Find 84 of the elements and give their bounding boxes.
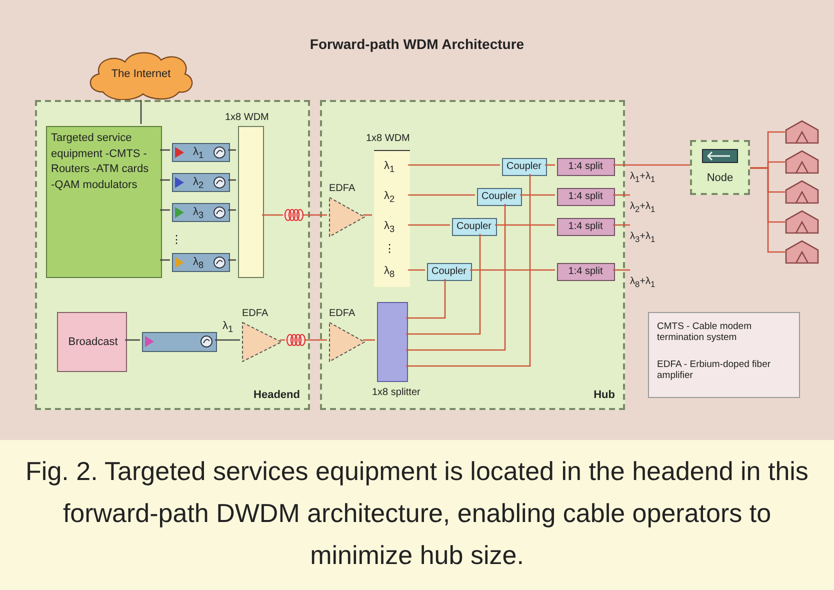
connector-line xyxy=(408,224,450,226)
box-label: Coupler xyxy=(430,266,468,278)
connector-line xyxy=(495,224,555,226)
connector-line xyxy=(160,179,170,181)
area-label: Hub xyxy=(594,388,615,402)
connector-line xyxy=(228,179,236,181)
box-label: Coupler xyxy=(455,221,493,233)
transmitter-box xyxy=(172,253,230,272)
component-label: 1x8 splitter xyxy=(372,387,420,399)
wavelength-label: λ$_{1}$ xyxy=(384,160,395,176)
house-icon xyxy=(785,120,819,144)
component-label: 1x8 WDM xyxy=(225,112,269,124)
output-wavelength-label: λ$_{8}$+λ$_{1}$ xyxy=(630,276,656,289)
connector-line xyxy=(160,259,170,261)
wavelength-label: λ$_{3}$ xyxy=(384,220,395,236)
connector-line xyxy=(408,164,500,166)
transmitter-box xyxy=(142,332,217,352)
output-wavelength-label: λ$_{1}$+λ$_{1}$ xyxy=(630,171,656,184)
connector-line xyxy=(228,209,236,211)
wavelength-label: λ$_{8}$ xyxy=(193,256,204,272)
house-icon xyxy=(785,150,819,174)
box-label: 1:4 split xyxy=(567,191,604,203)
connector-line xyxy=(228,149,236,151)
connector-line xyxy=(363,339,375,341)
connector-line xyxy=(215,339,240,341)
caption: Fig. 2. Targeted services equipment is located in the headend in this forward-path DWDM architecture, enabling cable operators to minimize hub size. xyxy=(24,455,810,572)
box-label: Broadcast xyxy=(67,336,119,350)
component-label: 1x8 WDM xyxy=(366,133,410,145)
component-label: EDFA xyxy=(329,183,356,195)
connector-line xyxy=(140,100,142,124)
output-wavelength-label: λ$_{2}$+λ$_{1}$ xyxy=(630,201,656,214)
box-label: Coupler xyxy=(505,161,543,173)
site-area xyxy=(35,100,310,410)
abbreviation-note: EDFA - Erbium-doped fiber amplifier xyxy=(657,359,772,382)
transmitter-box xyxy=(172,203,230,222)
wavelength-label: λ$_{3}$ xyxy=(193,206,204,222)
connector-line xyxy=(408,269,425,271)
connector-line xyxy=(545,164,555,166)
connector-line xyxy=(406,204,506,351)
connector-line xyxy=(750,167,785,253)
transmitter-box xyxy=(172,143,230,162)
transmitter-box xyxy=(172,173,230,192)
component-label: EDFA xyxy=(242,308,268,320)
house-icon xyxy=(785,240,819,264)
component-label: EDFA xyxy=(329,308,356,320)
wavelength-label: λ$_{1}$ xyxy=(193,146,204,162)
coupler-box xyxy=(477,188,522,206)
abbreviation-note: CMTS - Cable modem termination system xyxy=(657,321,752,344)
coupler-box xyxy=(502,158,547,176)
output-wavelength-label: λ$_{3}$+λ$_{1}$ xyxy=(630,231,656,244)
connector-line xyxy=(470,269,555,271)
wavelength-label: λ$_{2}$ xyxy=(384,190,395,206)
connector-line xyxy=(613,164,690,166)
coupler-box xyxy=(427,263,472,281)
wavelength-label: λ$_{8}$ xyxy=(384,265,395,280)
connector-line xyxy=(160,209,170,211)
coupler-box xyxy=(452,218,497,236)
abbreviation-box xyxy=(648,312,800,398)
box-label: 1:4 split xyxy=(567,161,604,173)
optical-node-box xyxy=(690,140,750,195)
box-label: Coupler xyxy=(480,191,518,203)
connector-line xyxy=(408,194,475,196)
equipment-box xyxy=(46,126,162,278)
box-label: 1:4 split xyxy=(567,221,604,233)
house-icon xyxy=(785,180,819,204)
box-label: 1:4 split xyxy=(567,266,604,278)
wavelength-label: λ$_{2}$ xyxy=(193,176,204,192)
house-icon xyxy=(785,210,819,234)
area-label: Headend xyxy=(254,388,300,402)
connector-line xyxy=(125,339,140,341)
connector-line xyxy=(160,149,170,151)
wavelength-label: ⋮ xyxy=(384,243,395,256)
equipment-list: Targeted service equipment -CMTS -Routers -ATM cards -QAM modulators xyxy=(51,131,155,193)
continuation-dots: ⋮ xyxy=(171,234,182,248)
box-label: Node xyxy=(706,172,734,186)
title: Forward-path WDM Architecture xyxy=(308,36,526,53)
broadcast-box xyxy=(57,312,127,372)
connector-line xyxy=(406,174,531,367)
connector-line xyxy=(406,234,481,335)
connector-line xyxy=(363,214,372,216)
cloud-label: The Internet xyxy=(110,68,172,82)
connector-line xyxy=(228,259,236,261)
connector-line xyxy=(520,194,555,196)
connector-line xyxy=(406,279,446,319)
